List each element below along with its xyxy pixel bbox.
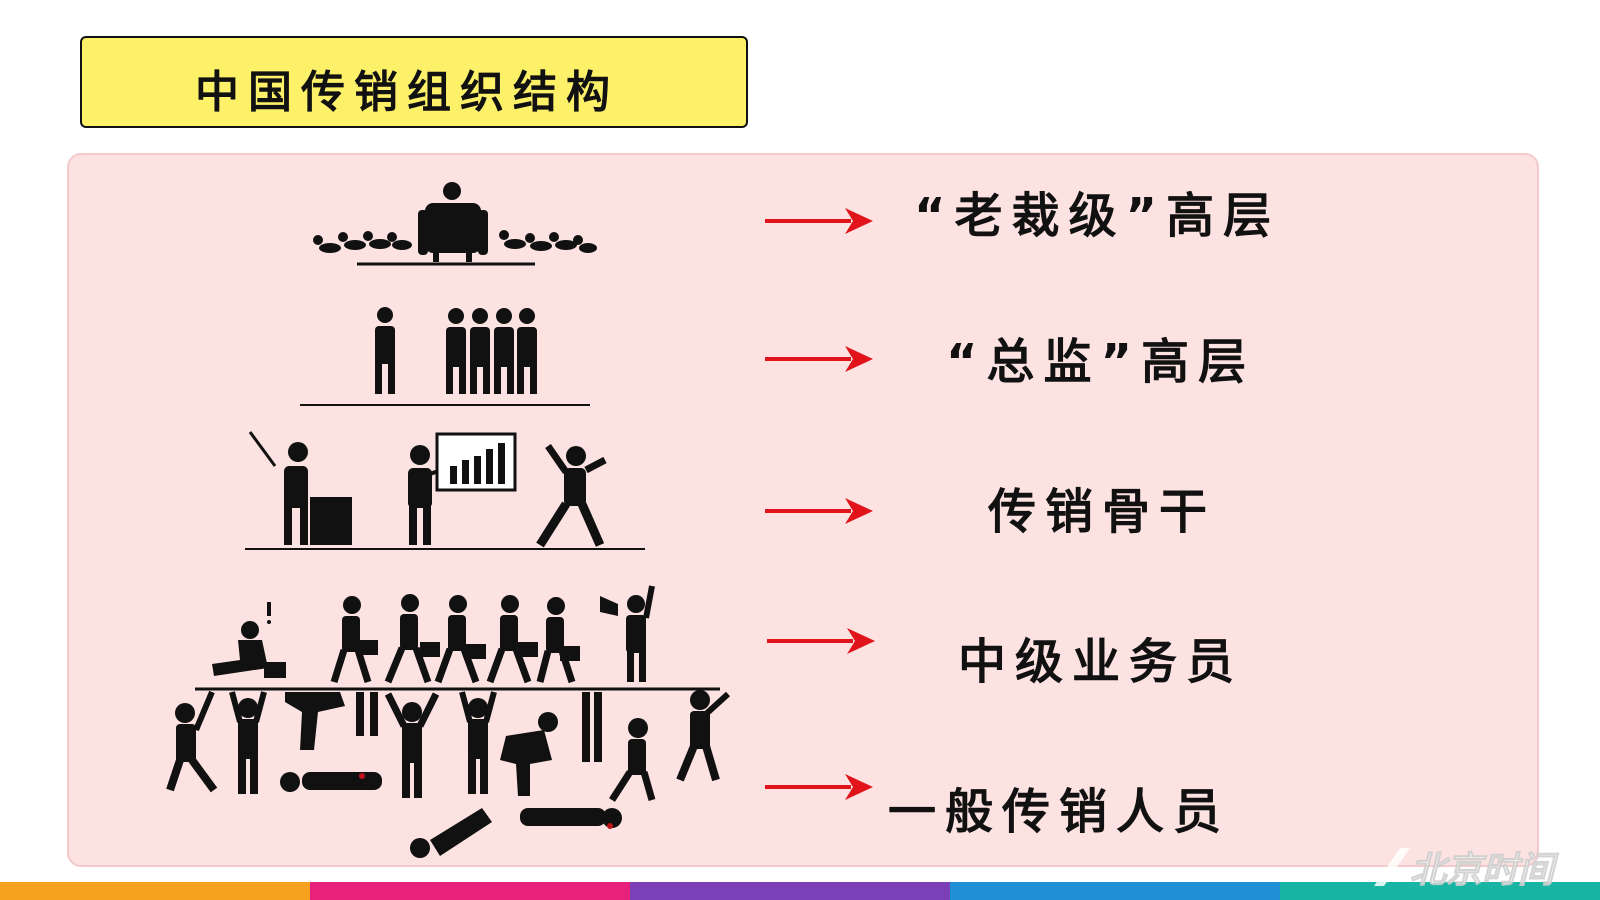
tier2-figures: [300, 307, 590, 406]
arrow-right-icon: [765, 774, 873, 800]
bottom-color-bar: [0, 882, 1600, 900]
bar-segment: [310, 882, 630, 900]
level-label-top-executives: “老裁级”高层: [914, 188, 1281, 244]
arrow-right-icon: [765, 208, 873, 234]
arrow-right-icon: [765, 498, 873, 524]
arrow-right-icon: [767, 628, 875, 654]
bar-segment: [950, 882, 1280, 900]
arrow-right-icon: [765, 346, 873, 372]
title-box: 中国传销组织结构: [80, 36, 748, 128]
bar-segment: [630, 882, 950, 900]
level-label-ordinary-members: 一般传销人员: [888, 784, 1231, 840]
tier1-figures: [313, 182, 597, 266]
svg-text:北京时间: 北京时间: [1410, 850, 1559, 891]
tier4-figures: [195, 585, 720, 691]
watermark-logo: 北京时间: [1374, 848, 1560, 892]
level-label-mid-salespeople: 中级业务员: [958, 634, 1244, 690]
page-title: 中国传销组织结构: [195, 67, 619, 118]
tier5-figures: [166, 690, 731, 858]
level-label-core-members: 传销骨干: [988, 484, 1217, 540]
tier3-figures: [245, 431, 645, 550]
bar-segment: [0, 882, 310, 900]
level-label-directors: “总监”高层: [946, 334, 1256, 390]
bar-segment: [1280, 882, 1600, 900]
